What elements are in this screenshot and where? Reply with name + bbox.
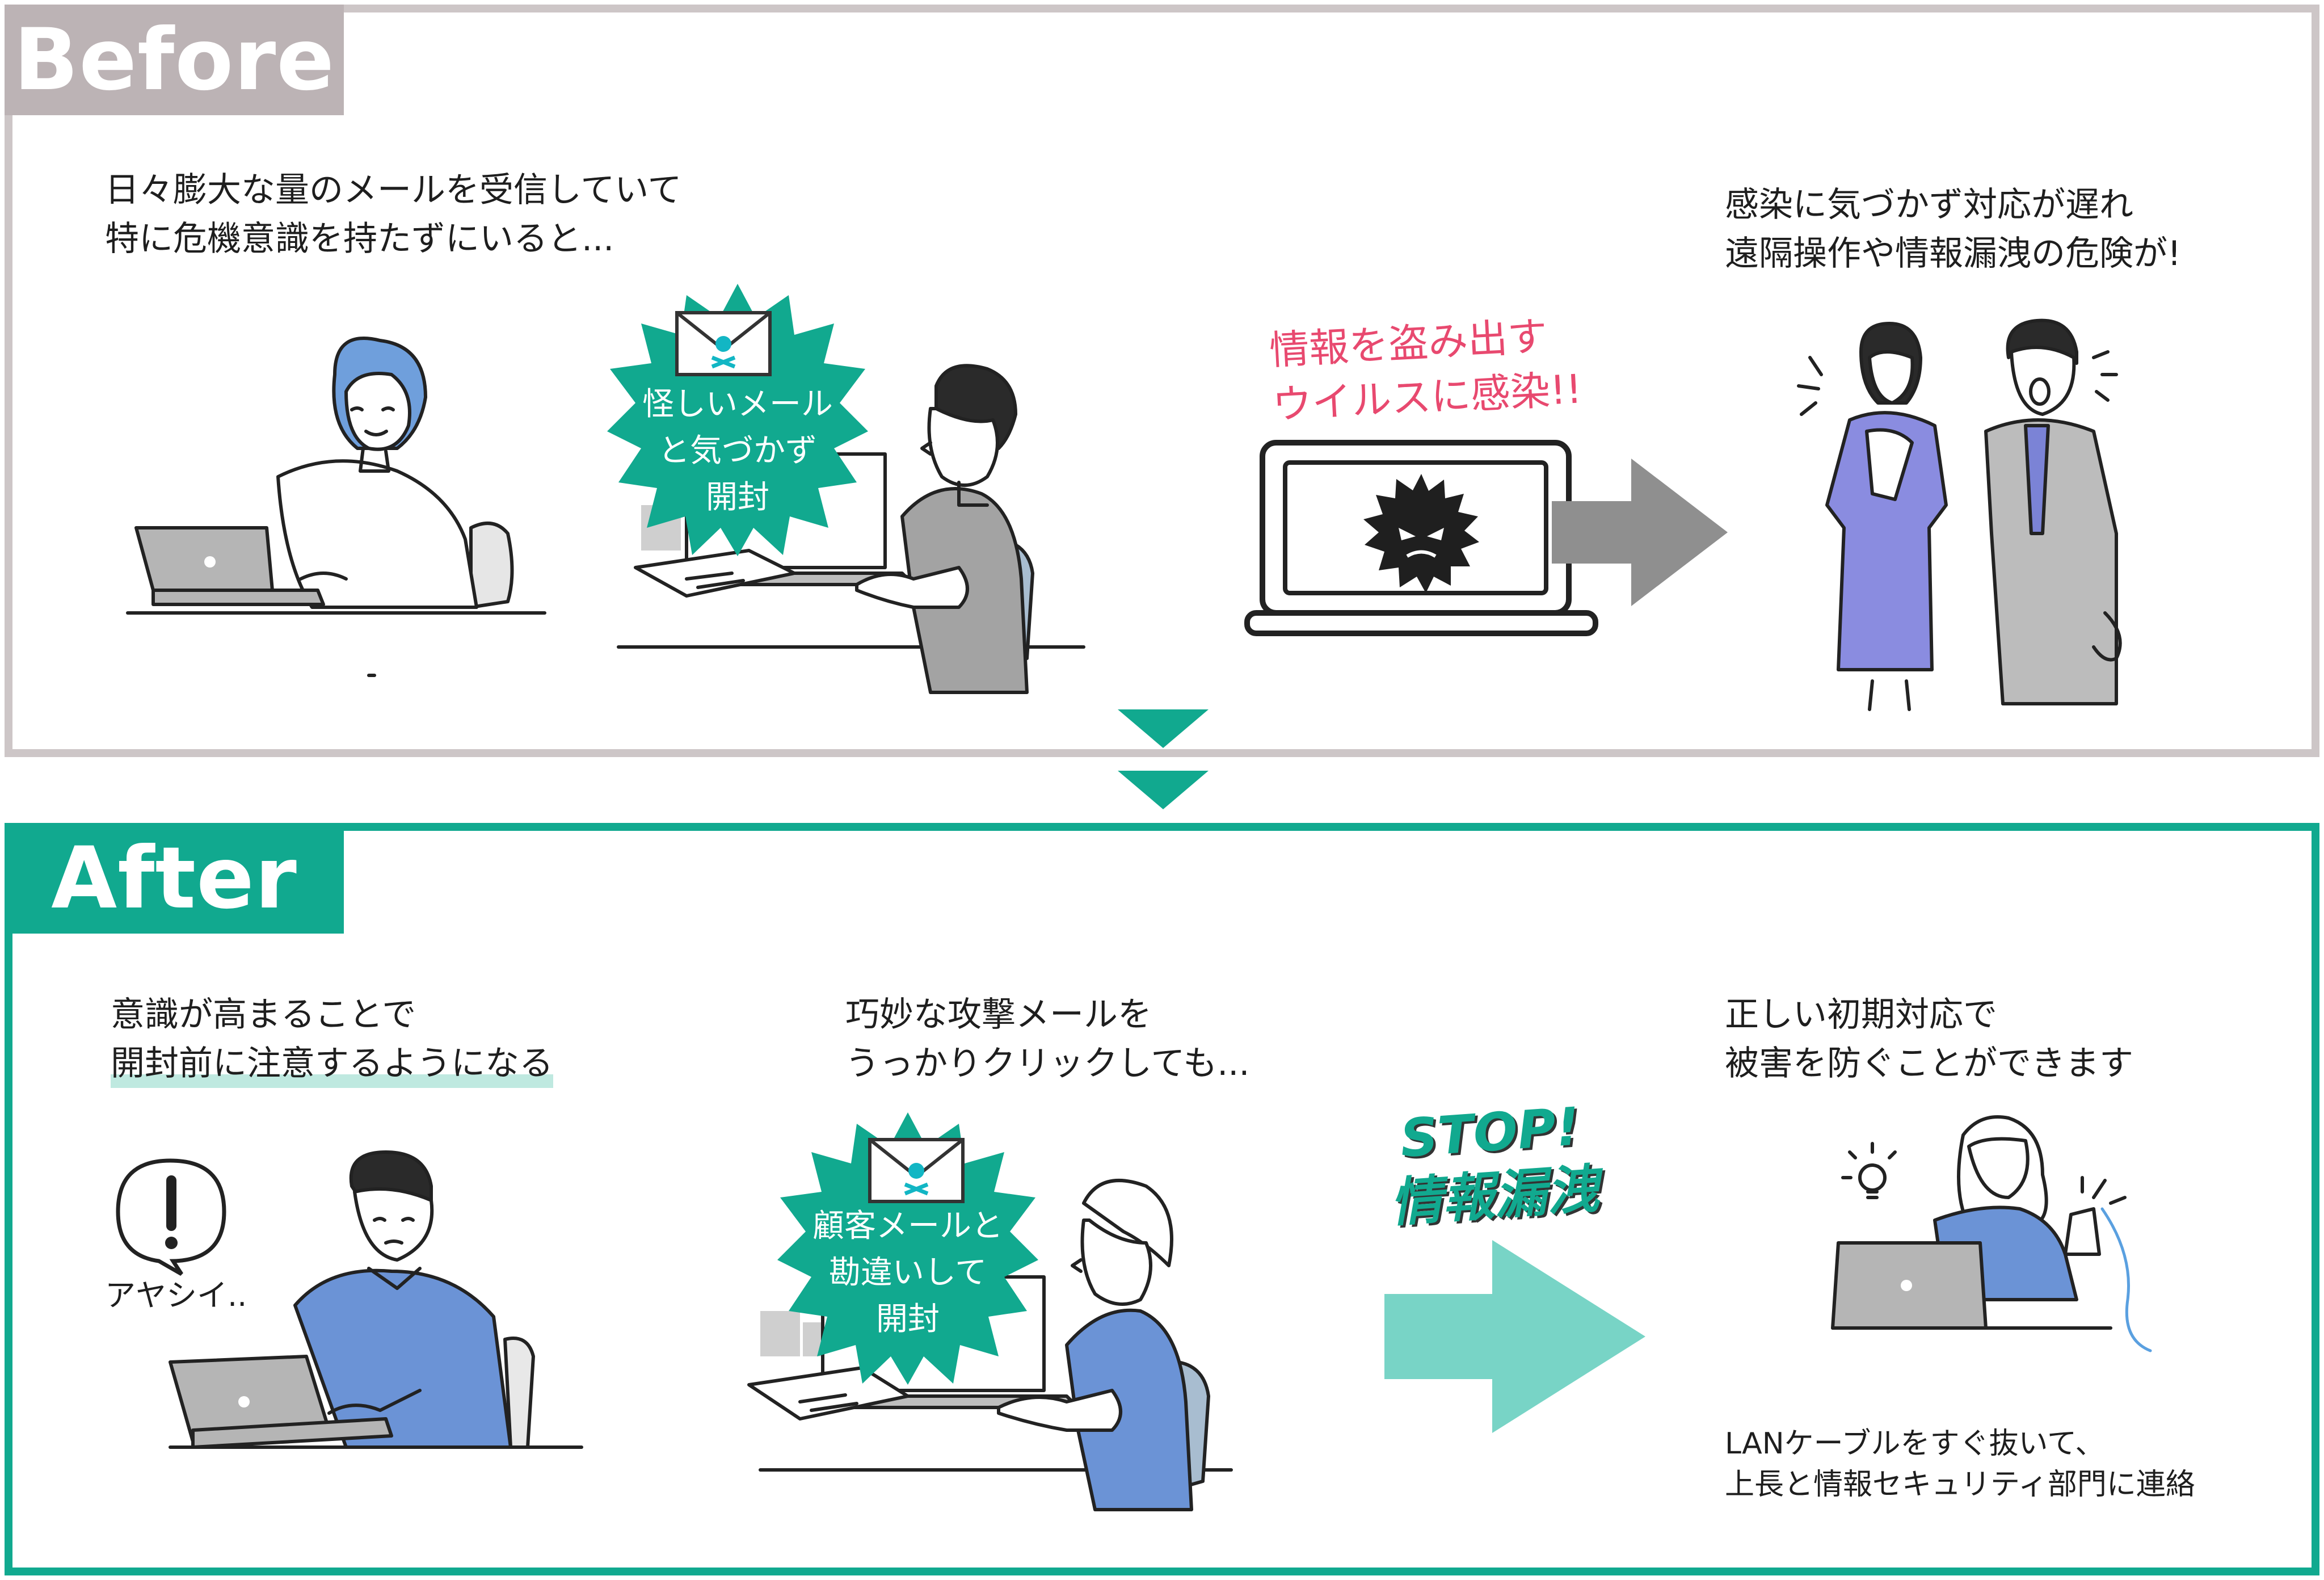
before-grey-arrow	[1552, 459, 1728, 606]
after-burst-line3: 開封	[876, 1301, 940, 1338]
exclamation-bubble-icon	[116, 1158, 226, 1276]
after-caption-left-line1: 意識が高まることで	[111, 995, 416, 1035]
after-caption-right-line2: 被害を防ぐことができます	[1725, 1044, 2133, 1083]
action-text: LANケーブルをすぐ抜いて、 上長と情報セキュリティ部門に連絡	[1725, 1423, 2195, 1505]
cautious-man-illustration	[169, 1150, 583, 1449]
before-caption-left: 日々膨大な量のメールを受信していて 特に危機意識を持たずにいると...	[105, 166, 681, 263]
after-caption-left-line2: 開封前に注意するようになる	[111, 1039, 553, 1088]
before-burst-shape	[607, 284, 868, 556]
after-burst-text: 顧客メールと 勘違いして 開封	[794, 1203, 1021, 1343]
action-text-line1: LANケーブルをすぐ抜いて、	[1725, 1427, 2105, 1461]
infection-text: 情報を盗み出す ウイルスに感染!!	[1268, 307, 1583, 432]
after-caption-right-line1: 正しい初期対応で	[1725, 995, 1997, 1035]
after-burst-badge	[777, 1112, 1038, 1385]
after-burst-line1: 顧客メールと	[812, 1208, 1003, 1245]
before-burst-badge	[607, 284, 868, 556]
after-caption-middle: 巧妙な攻撃メールを うっかりクリックしても...	[845, 990, 1249, 1088]
before-tab: Before	[5, 5, 344, 115]
before-caption-right: 感染に気づかず対応が遅れ 遠隔操作や情報漏洩の危険が!	[1725, 180, 2181, 278]
after-tab-label: After	[51, 829, 297, 928]
worried-coworkers-illustration	[1797, 318, 2122, 711]
woman-at-laptop-illustration	[126, 337, 546, 677]
stop-text: STOP! 情報漏洩	[1369, 1093, 1616, 1237]
lightbulb-icon	[1841, 1142, 1897, 1199]
action-text-line2: 上長と情報セキュリティ部門に連絡	[1725, 1468, 2195, 1502]
before-burst-line1: 怪しいメール	[642, 386, 833, 423]
after-tab: After	[5, 823, 344, 934]
before-caption-right-line1: 感染に気づかず対応が遅れ	[1725, 185, 2133, 225]
before-caption-right-line2: 遠隔操作や情報漏洩の危険が!	[1725, 234, 2182, 274]
virus-icon	[1363, 474, 1479, 593]
after-caption-middle-line2: うっかりクリックしても...	[845, 1044, 1250, 1083]
after-caption-middle-line1: 巧妙な攻撃メールを	[845, 995, 1152, 1035]
before-burst-line2: と気づかず	[658, 432, 817, 469]
suspicious-text: アヤシイ..	[105, 1278, 247, 1313]
before-burst-text: 怪しいメール と気づかず 開封	[624, 381, 851, 521]
after-burst-line2: 勘違いして	[828, 1254, 987, 1291]
envelope-skull-icon	[675, 311, 772, 376]
stop-arrow	[1384, 1240, 1645, 1433]
after-caption-left: 意識が高まることで 開封前に注意するようになる	[111, 990, 553, 1088]
before-tab-label: Before	[13, 10, 335, 110]
after-burst-shape	[777, 1112, 1038, 1385]
before-caption-left-line2: 特に危機意識を持たずにいると...	[105, 219, 614, 259]
envelope-skull-icon-after	[868, 1138, 965, 1203]
before-caption-left-line1: 日々膨大な量のメールを受信していて	[105, 170, 682, 210]
woman-pulling-cable-illustration	[1831, 1115, 2152, 1352]
after-caption-right: 正しい初期対応で 被害を防ぐことができます	[1725, 990, 2133, 1088]
before-burst-line3: 開封	[706, 479, 769, 516]
